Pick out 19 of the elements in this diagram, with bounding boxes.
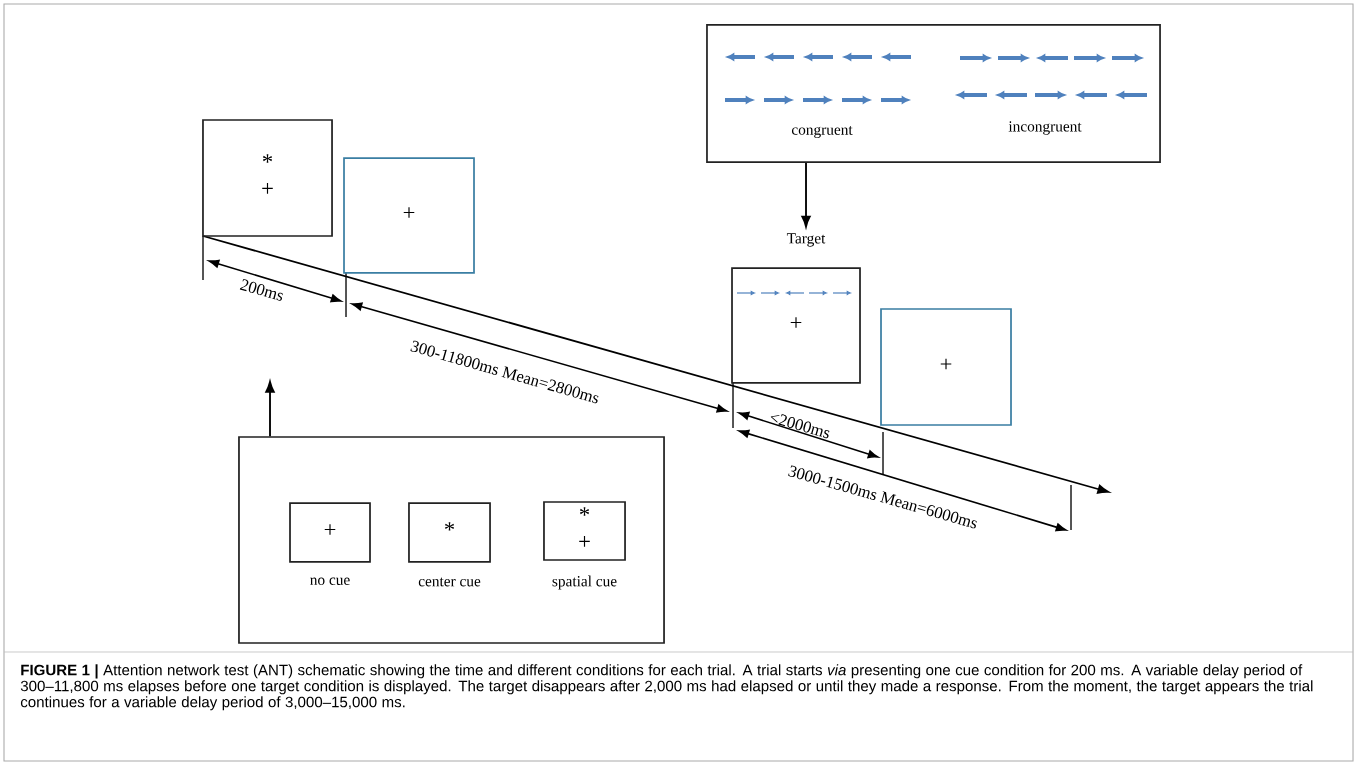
target-screen: +: [731, 267, 861, 384]
figure-caption: FIGURE 1 | Attention network test (ANT) schematic showing the time and different conditions for each trial. A trial starts via presenting one cue condition for 200 ms. A variable delay period of 300–11,800 ms elapses before one target condition is displayed. The target disappears after 2,000 ms had elapsed or until they made a response. From the moment, the target appears the trial continues for a variable delay period of 3,000–15,000 ms.: [20, 664, 1313, 711]
cue-screen: *: [408, 502, 491, 563]
cue-label: no cue: [310, 577, 350, 585]
cue-screen: * +: [543, 501, 626, 561]
dimension-label: 200ms: [239, 279, 283, 301]
fixation-screen: +: [880, 308, 1012, 426]
cue-screen: * +: [202, 119, 333, 237]
dimension-label: <2000ms: [770, 414, 830, 439]
fixation-screen: +: [343, 157, 475, 274]
screen-label: Target: [786, 233, 826, 247]
cue-label: center cue: [418, 577, 481, 587]
cue-label: spatial cue: [552, 575, 617, 590]
condition-label: incongruent: [1008, 121, 1082, 135]
arrow: [265, 381, 275, 438]
cue-screen: +: [289, 502, 371, 563]
cue-conditions-panel: [238, 436, 665, 644]
arrow: [801, 161, 811, 228]
condition-label: congruent: [791, 126, 853, 138]
